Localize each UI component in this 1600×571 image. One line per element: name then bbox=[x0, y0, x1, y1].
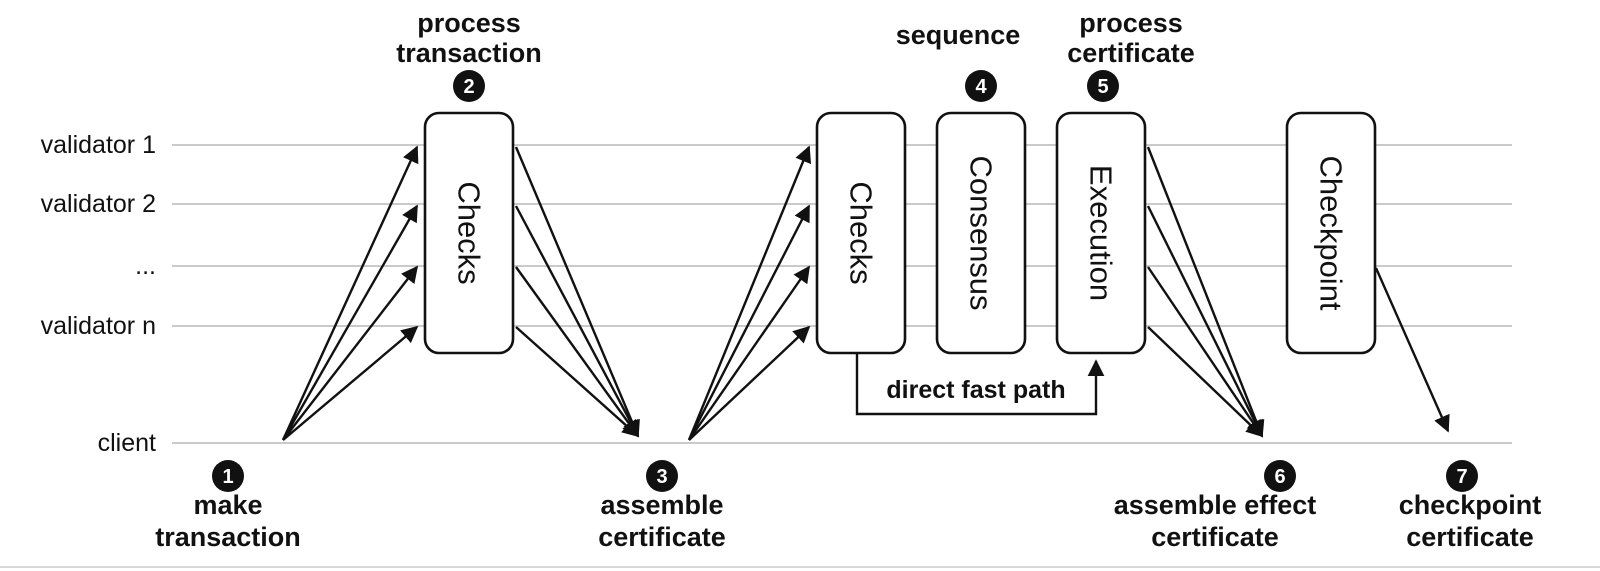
fanout-arrow bbox=[687, 204, 811, 441]
step-2-badge bbox=[453, 70, 485, 102]
fanout-arrow bbox=[688, 325, 811, 441]
lane-label-validator-n: validator n bbox=[41, 312, 156, 340]
checks-box-2 bbox=[815, 111, 907, 355]
checks-box-2-label: Checks bbox=[844, 181, 879, 284]
step-2-number: 2 bbox=[463, 76, 474, 98]
fanout-arrow bbox=[687, 145, 812, 441]
step-7-label-line2: certificate bbox=[1406, 522, 1534, 552]
step-6-assemble-effect-certificate: 6 assemble effect certificate bbox=[1114, 460, 1317, 552]
step-3-label-line2: certificate bbox=[598, 522, 726, 552]
step-7-label-line1: checkpoint bbox=[1399, 490, 1542, 520]
step-5-process-certificate: process certificate 5 bbox=[1067, 8, 1195, 102]
make-transaction-arrows bbox=[281, 145, 419, 441]
step-3-assemble-certificate: 3 assemble certificate bbox=[598, 460, 726, 552]
lane-label-client: client bbox=[98, 429, 156, 457]
checkpoint-certificate-arrow bbox=[1374, 267, 1450, 433]
fanout-arrow bbox=[282, 265, 419, 441]
checks-box-1-label: Checks bbox=[452, 181, 487, 284]
assemble-effect-certificate-arrows bbox=[1146, 146, 1265, 438]
fast-path-connector bbox=[855, 354, 1105, 416]
execution-box-label: Execution bbox=[1084, 165, 1119, 301]
step-3-badge bbox=[646, 460, 678, 492]
lane-label-validator-2: validator 2 bbox=[41, 190, 156, 218]
step-5-number: 5 bbox=[1097, 76, 1108, 98]
fanin-arrow bbox=[515, 326, 640, 438]
step-5-label-line1: process bbox=[1079, 8, 1183, 38]
step-2-label-line1: process bbox=[417, 8, 521, 38]
direct-fast-path: direct fast path bbox=[855, 354, 1105, 416]
step-6-badge bbox=[1264, 460, 1296, 492]
step-1-label-line1: make bbox=[193, 490, 262, 520]
fanin-arrow bbox=[514, 146, 640, 438]
step-4-badge bbox=[965, 70, 997, 102]
fanout-arrow bbox=[281, 204, 419, 441]
swimlanes: validator 1 validator 2 ... validator n … bbox=[41, 131, 1512, 457]
step-5-badge bbox=[1087, 70, 1119, 102]
stage-boxes: Checks Checks Consensus Execution Checkp… bbox=[423, 111, 1377, 355]
step-1-make-transaction: 1 make transaction bbox=[155, 460, 301, 552]
step-4-number: 4 bbox=[975, 76, 987, 98]
fast-path-label: direct fast path bbox=[886, 376, 1065, 404]
consensus-box bbox=[935, 111, 1027, 355]
step-1-number: 1 bbox=[222, 466, 233, 488]
fanin-arrow bbox=[1146, 205, 1264, 438]
checkpoint-box bbox=[1285, 111, 1377, 355]
step-6-label-line1: assemble effect bbox=[1114, 490, 1317, 520]
step-4-sequence: sequence 4 bbox=[896, 20, 1021, 102]
step-3-label-line1: assemble bbox=[600, 490, 723, 520]
step-2-process-transaction: process transaction 2 bbox=[396, 8, 542, 102]
fanout-arrow bbox=[282, 325, 419, 441]
step-1-label-line2: transaction bbox=[155, 522, 301, 552]
fanout-arrow bbox=[688, 265, 810, 441]
step-7-badge bbox=[1446, 460, 1478, 492]
step-3-number: 3 bbox=[656, 466, 667, 488]
checks-box-1 bbox=[423, 111, 515, 355]
execution-box bbox=[1055, 111, 1147, 355]
lane-label-validator-1: validator 1 bbox=[41, 131, 156, 159]
step-4-label-line1: sequence bbox=[896, 20, 1021, 50]
fanin-arrow bbox=[1147, 266, 1263, 438]
step-1-badge bbox=[212, 460, 244, 492]
consensus-box-label: Consensus bbox=[964, 155, 999, 310]
fanin-arrow bbox=[1146, 146, 1265, 438]
step-7-number: 7 bbox=[1456, 466, 1467, 488]
fanin-arrow bbox=[1147, 326, 1264, 438]
step-2-label-line2: transaction bbox=[396, 38, 542, 68]
submit-certificate-arrows bbox=[687, 145, 812, 441]
step-markers: 1 make transaction process transaction 2… bbox=[155, 8, 1541, 552]
step-6-label-line2: certificate bbox=[1151, 522, 1279, 552]
checkpoint-box-label: Checkpoint bbox=[1314, 155, 1349, 310]
fanout-arrow bbox=[281, 145, 419, 441]
fanin-arrow bbox=[515, 266, 639, 438]
step-7-checkpoint-certificate: 7 checkpoint certificate bbox=[1399, 460, 1542, 552]
step-6-number: 6 bbox=[1274, 466, 1285, 488]
lane-label-ellipsis: ... bbox=[135, 252, 156, 280]
assemble-certificate-arrows bbox=[514, 146, 640, 438]
step-5-label-line2: certificate bbox=[1067, 38, 1195, 68]
fanin-arrow bbox=[514, 205, 640, 438]
